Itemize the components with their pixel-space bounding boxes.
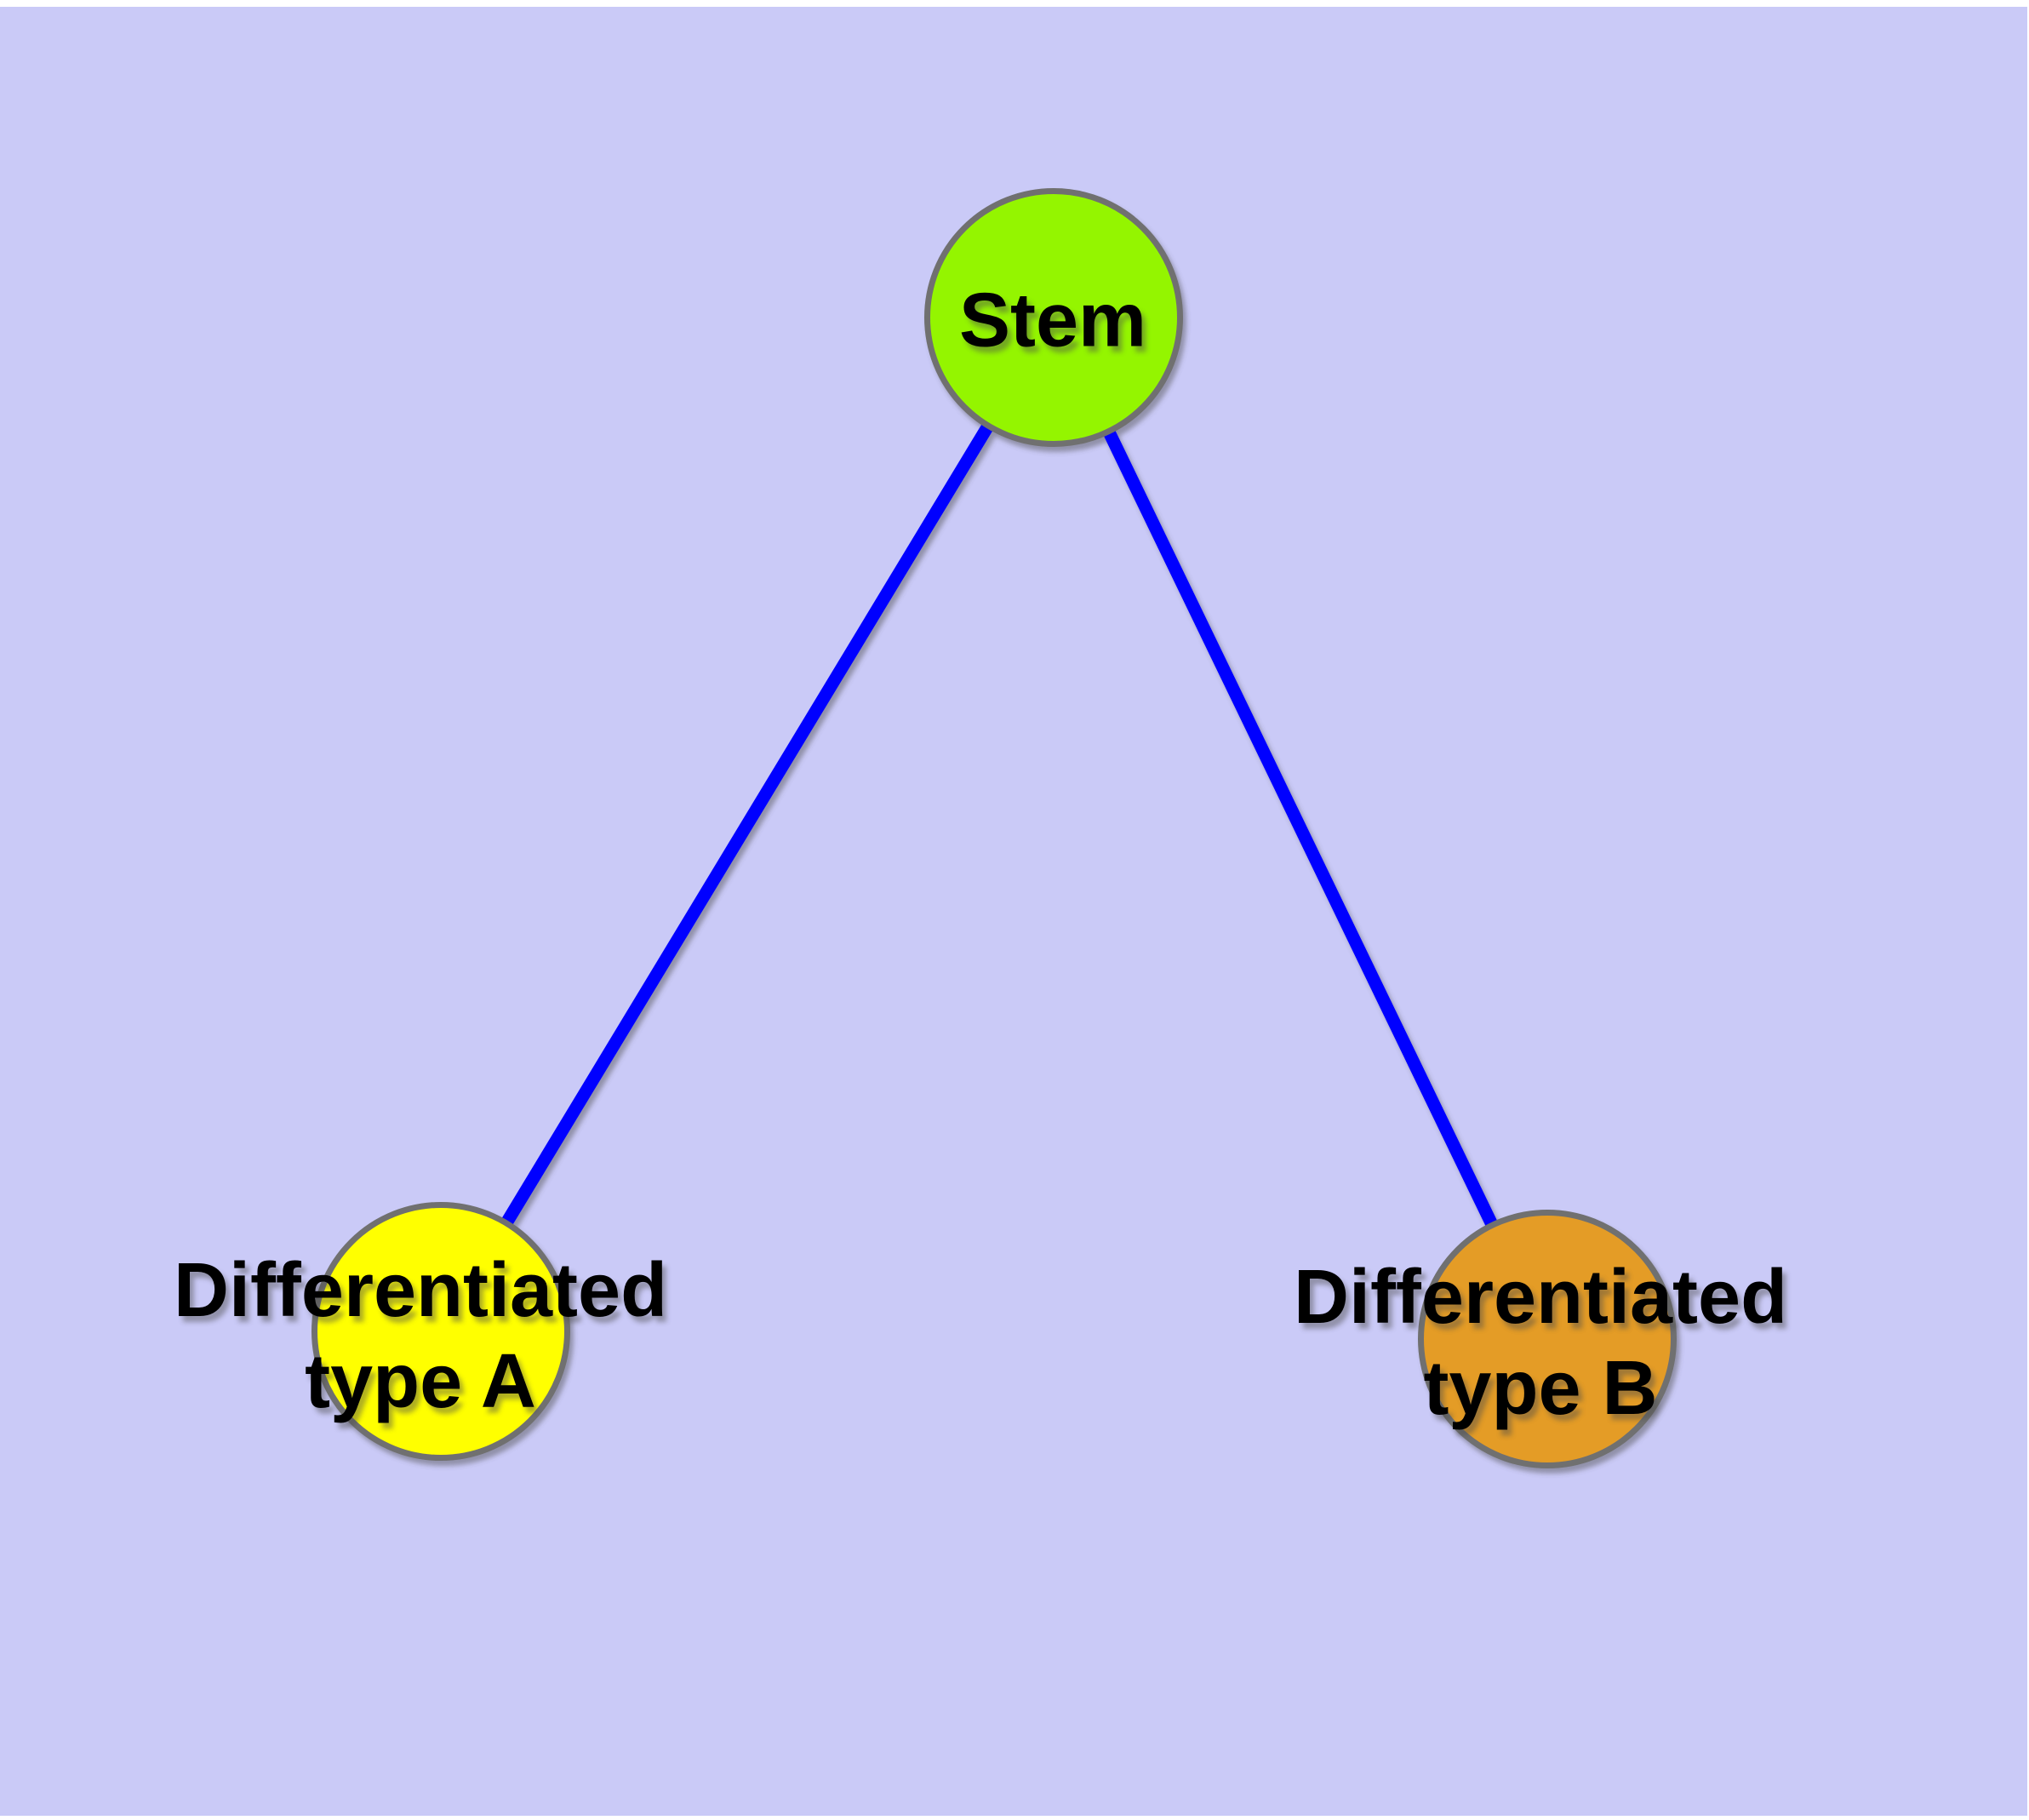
- edge-stem-to-differentiated-a: [435, 314, 1060, 1335]
- node-label-differentiated-b-line2: type B: [1423, 1346, 1658, 1431]
- node-label-differentiated-b-line1: Differentiated: [1293, 1255, 1788, 1340]
- node-differentiated-b: [1418, 1210, 1677, 1468]
- node-label-differentiated-b: Differentiated type B: [1294, 1252, 1787, 1434]
- node-stem: [924, 188, 1183, 447]
- node-label-stem-text: Stem: [958, 278, 1147, 363]
- node-label-differentiated-a: Differentiated type A: [174, 1245, 667, 1428]
- node-differentiated-a: [311, 1202, 570, 1461]
- node-label-differentiated-a-line1: Differentiated: [173, 1248, 668, 1333]
- node-label-differentiated-a-line2: type A: [305, 1339, 536, 1424]
- node-label-stem: Stem: [959, 276, 1146, 367]
- edge-stem-to-differentiated-b: [1048, 314, 1553, 1342]
